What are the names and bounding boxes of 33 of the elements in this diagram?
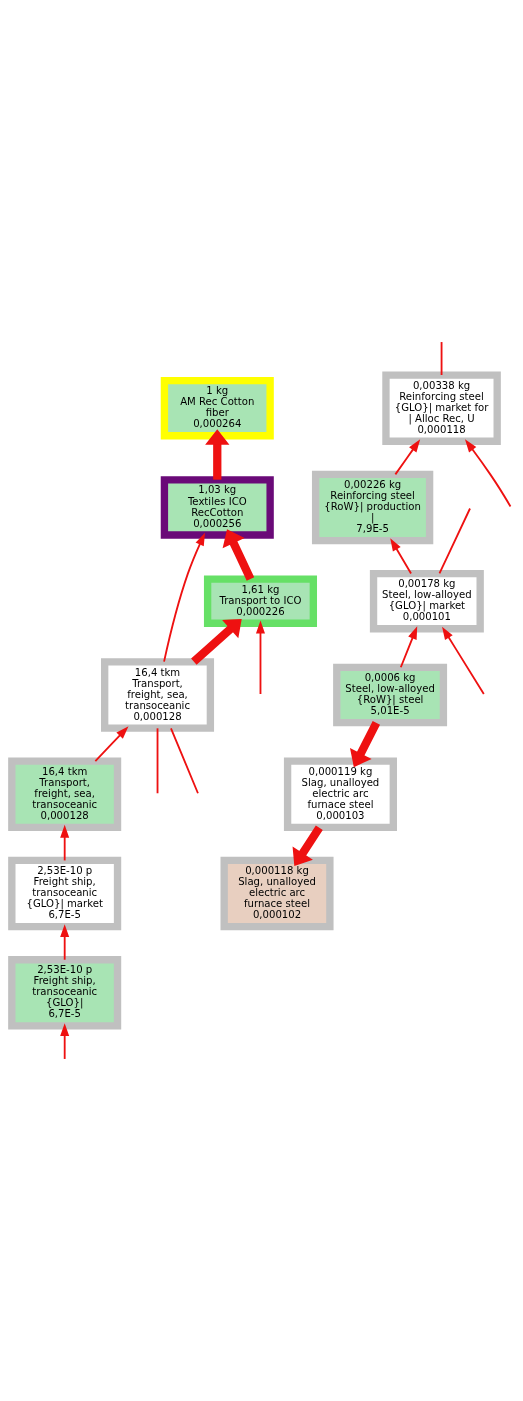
node-box: 0,000118 kg Slag, unalloyed electric arc furnace steel 0,000102 <box>220 856 334 931</box>
arrow <box>60 824 70 862</box>
node-box: 16,4 tkm Transport, freight, sea, transoceanic 0,000128 <box>101 658 215 732</box>
node-box: 1 kg AM Rec Cotton fiber 0,000264 <box>160 376 274 440</box>
connector <box>438 507 471 575</box>
arrow <box>292 825 323 867</box>
arrow <box>205 429 230 480</box>
arrow <box>350 720 381 768</box>
arrow <box>60 1023 70 1060</box>
arrow <box>222 529 255 581</box>
node-box: 0,00178 kg Steel, low-alloyed {GLO}| market 0,000101 <box>369 569 484 633</box>
arrow <box>163 532 206 663</box>
arrow <box>191 618 242 665</box>
node-box: 1,61 kg Transport to ICO 0,000226 <box>203 575 317 627</box>
node-box: 2,53E-10 p Freight ship, transoceanic {GLO}| market 6,7E-5 <box>8 856 122 931</box>
arrow <box>442 626 485 695</box>
arrow <box>464 439 512 508</box>
node-box: 1,03 kg Textiles ICO RecCotton 0,000256 <box>160 476 274 539</box>
arrow <box>399 626 418 669</box>
arrow <box>394 439 421 476</box>
node-box: 0,000119 kg Slag, unalloyed electric arc furnace steel 0,000103 <box>283 757 397 832</box>
arrow <box>60 924 70 961</box>
node-box: 2,53E-10 p Freight ship, transoceanic {GLO}| 6,7E-5 <box>8 956 122 1030</box>
node-box: 16,4 tkm Transport, freight, sea, transoceanic 0,000128 <box>8 757 122 832</box>
connector <box>440 341 443 376</box>
arrow <box>390 538 412 575</box>
connector <box>170 727 199 795</box>
node-box: 0,0006 kg Steel, low-alloyed {RoW}| steel 5,01E-5 <box>333 663 448 727</box>
node-box: 0,00226 kg Reinforcing steel {RoW}| production | 7,9E-5 <box>311 470 434 545</box>
arrow <box>255 620 265 695</box>
connector <box>156 727 159 795</box>
node-box: 0,00338 kg Reinforcing steel {GLO}| market for | Alloc Rec, U 0,000118 <box>382 371 501 445</box>
arrow <box>94 726 129 763</box>
